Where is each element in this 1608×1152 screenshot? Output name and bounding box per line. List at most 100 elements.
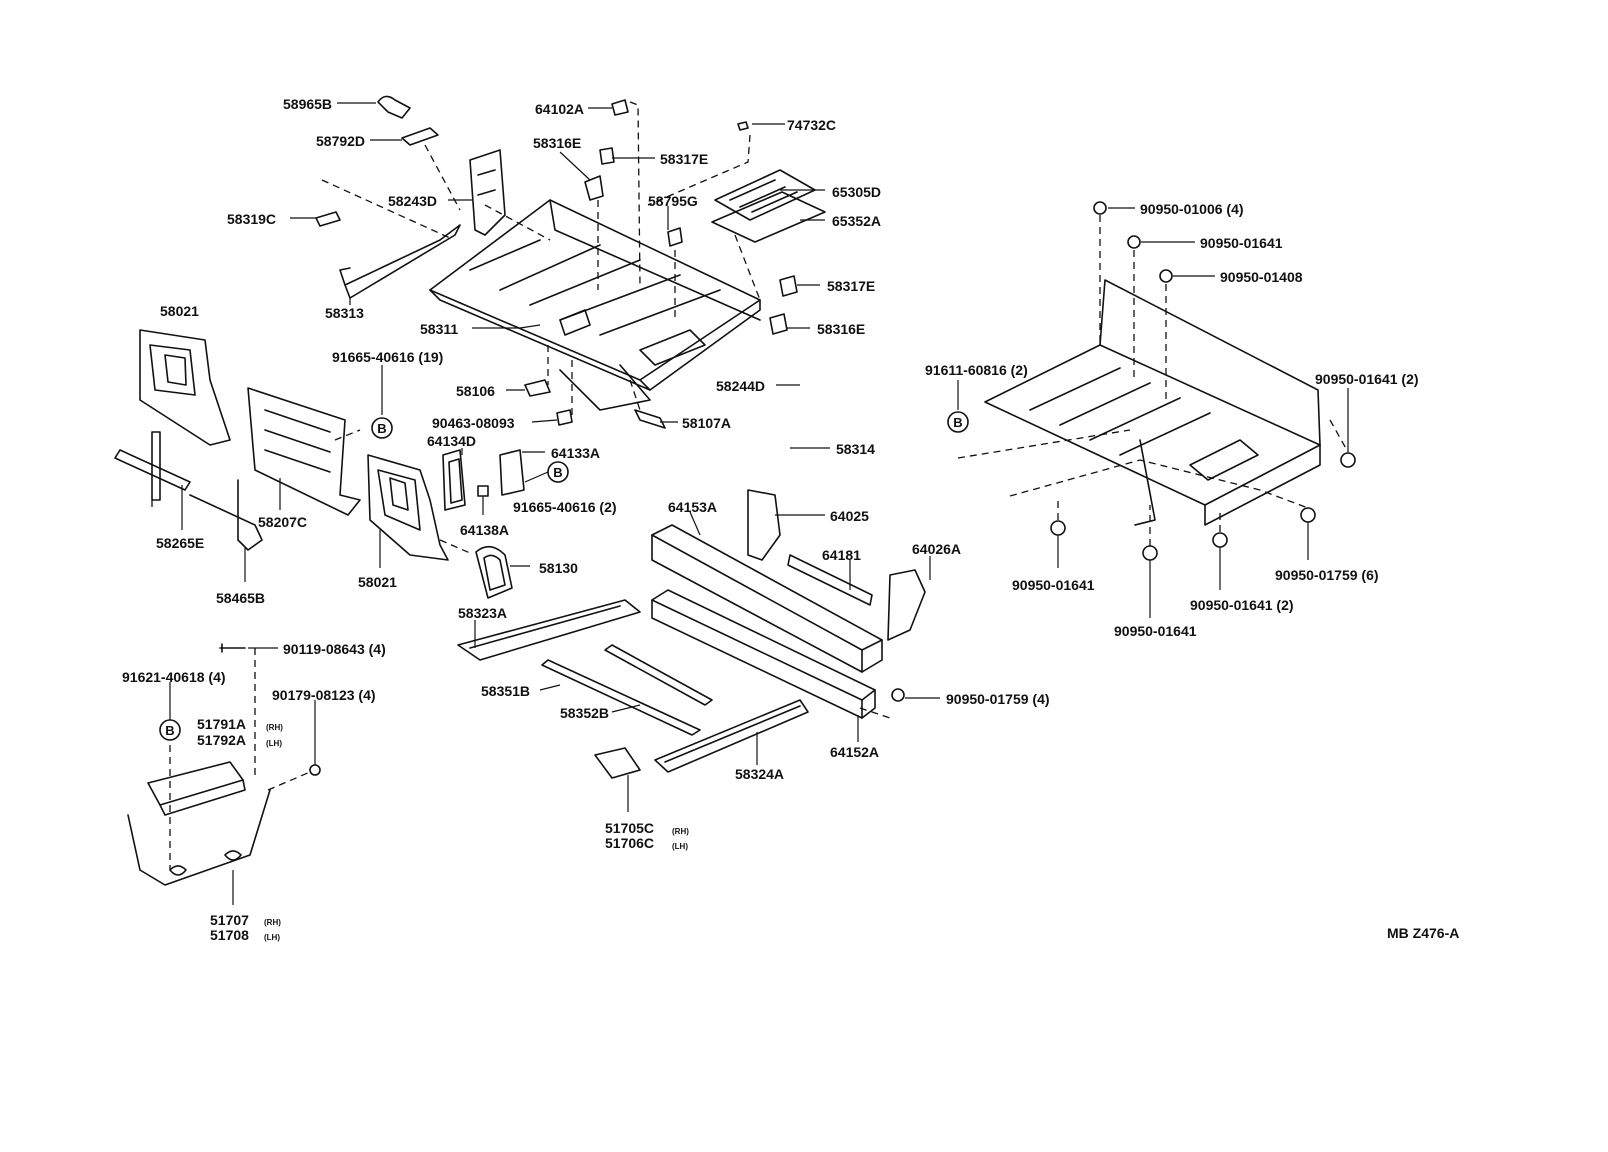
bracket-58313 [339,224,461,299]
label-90950-01641-2a: 90950-01641 (2) [1315,371,1419,387]
label-51706C: 51706C [605,835,654,851]
label-90119-08643: 90119-08643 (4) [283,641,386,657]
label-58323A: 58323A [458,605,507,621]
svg-text:B: B [165,723,174,738]
cover-65305D [714,169,816,221]
label-58130: 58130 [539,560,578,576]
label-58311: 58311 [420,321,458,337]
figure-code: MB Z476-A [1387,925,1459,941]
label-91665-40616-2: 91665-40616 (2) [513,499,617,515]
bracket-64025 [747,489,781,561]
plug-90950-01759-6 [1300,507,1316,523]
bolt-90119-08643 [219,643,246,653]
label-74732C: 74732C [787,117,836,133]
label-90950-01759-4: 90950-01759 (4) [946,691,1050,707]
plug-90950-01408 [1159,269,1173,283]
rail-58323A [457,599,641,661]
bracket-51707 [127,789,271,886]
label-58021-top: 58021 [160,303,199,319]
label-51707-side: (RH) [264,918,281,927]
bracket-58316E-top [584,175,604,201]
bracket-58106 [524,379,551,397]
gusset-64133A [499,449,525,496]
plug-90950-01641-c [1142,545,1158,561]
label-51706C-side: (LH) [672,842,688,851]
label-51705C-side: (RH) [672,827,689,836]
label-91665-40616-19: 91665-40616 (19) [332,349,443,365]
bar-64181 [787,554,873,606]
label-51792A: 51792A [197,732,246,748]
crossmember-64153A [651,524,883,673]
plug-90950-01641-a [1127,235,1141,249]
nut-90179-08123 [309,764,321,776]
label-90950-01641-c: 90950-01641 [1114,623,1197,639]
circle-b-marker-1: B [371,417,393,439]
bracket-58319C [315,211,341,227]
floor-assembly-right [984,279,1321,526]
label-90950-01641-b: 90950-01641 [1012,577,1095,593]
plug-64138A [477,485,489,497]
bracket-58317E-top [599,147,615,165]
svg-text:B: B [377,421,386,436]
label-58317E-mid: 58317E [827,278,875,294]
label-51705C: 51705C [605,820,654,836]
label-64133A: 64133A [551,445,600,461]
plug-90950-01759-4 [891,688,905,702]
bracket-58465B [189,479,263,551]
label-64026A: 64026A [912,541,961,557]
tray-51791A [147,761,246,816]
label-90179-08123: 90179-08123 (4) [272,687,376,703]
label-64102A: 64102A [535,101,584,117]
label-51791A-side: (RH) [266,723,283,732]
bracket-58795G [667,227,683,247]
bracket-58792D [401,127,439,146]
circle-b-marker-2: B [547,461,569,483]
label-58021-bottom: 58021 [358,574,397,590]
label-58351B: 58351B [481,683,530,699]
label-58313: 58313 [325,305,364,321]
clip-64102A [611,99,629,116]
seal-65352A [711,191,826,243]
label-58465B: 58465B [216,590,265,606]
crossmember-64152A [651,589,876,719]
bracket-58107A [634,409,666,429]
label-51708-side: (LH) [264,933,280,942]
label-64152A: 64152A [830,744,879,760]
label-58316E-mid: 58316E [817,321,865,337]
label-58317E-top: 58317E [660,151,708,167]
label-90950-01759-6: 90950-01759 (6) [1275,567,1379,583]
strip-58351B [541,659,701,736]
label-64138A: 64138A [460,522,509,538]
label-58243D: 58243D [388,193,437,209]
panel-58207C [247,387,361,516]
label-64153A: 64153A [668,499,717,515]
circle-b-marker-3: B [159,719,181,741]
plug-90950-01006 [1093,201,1107,215]
floor-pan-58311 [429,199,761,411]
label-51792A-side: (LH) [266,739,282,748]
label-64134D: 64134D [427,433,476,449]
label-90950-01641-a: 90950-01641 [1200,235,1283,251]
strip-58352B [604,644,713,706]
label-91621-40618: 91621-40618 (4) [122,669,226,685]
label-58792D: 58792D [316,133,365,149]
label-58965B: 58965B [283,96,332,112]
label-58244D: 58244D [716,378,765,394]
label-90950-01641-2b: 90950-01641 (2) [1190,597,1294,613]
bracket-51705C [594,747,641,779]
label-65352A: 65352A [832,213,881,229]
label-58107A: 58107A [682,415,731,431]
clip-74732C [737,121,749,131]
label-51791A: 51791A [197,716,246,732]
label-65305D: 65305D [832,184,881,200]
label-58319C: 58319C [227,211,276,227]
svg-text:B: B [953,415,962,430]
rail-58324A [654,699,809,773]
label-90463-08093: 90463-08093 [432,415,515,431]
plug-90950-01641-2b [1212,532,1228,548]
label-58795G: 58795G [648,193,698,209]
label-58324A: 58324A [735,766,784,782]
panel-58021-top [139,329,231,446]
label-58316E-top: 58316E [533,135,581,151]
